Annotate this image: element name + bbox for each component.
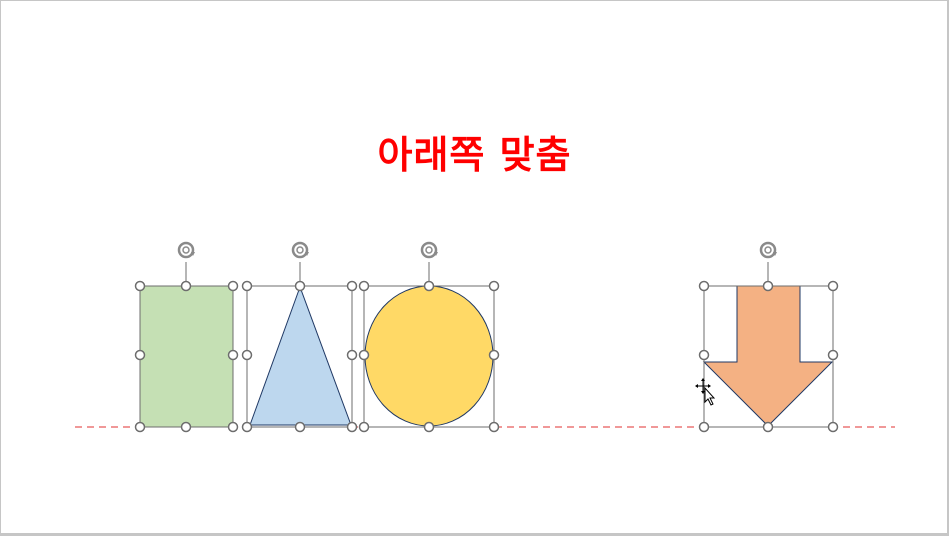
resize-handles[interactable] — [358, 280, 500, 433]
rotate-handle-icon[interactable] — [420, 241, 438, 259]
resize-handles[interactable] — [698, 280, 839, 433]
shape-ellipse[interactable] — [358, 241, 500, 433]
rotate-handle-icon[interactable] — [291, 241, 309, 259]
move-cursor-icon — [695, 378, 716, 406]
shape-down-arrow[interactable] — [698, 241, 839, 433]
slide-title[interactable]: 아래쪽 맞춤 — [377, 133, 572, 177]
rotate-handle-icon[interactable] — [177, 241, 195, 259]
shape-triangle[interactable] — [241, 241, 358, 433]
rotate-handle-icon[interactable] — [759, 241, 777, 259]
resize-handles[interactable] — [134, 280, 239, 433]
resize-handles[interactable] — [241, 280, 358, 433]
shape-rectangle[interactable] — [134, 241, 239, 433]
